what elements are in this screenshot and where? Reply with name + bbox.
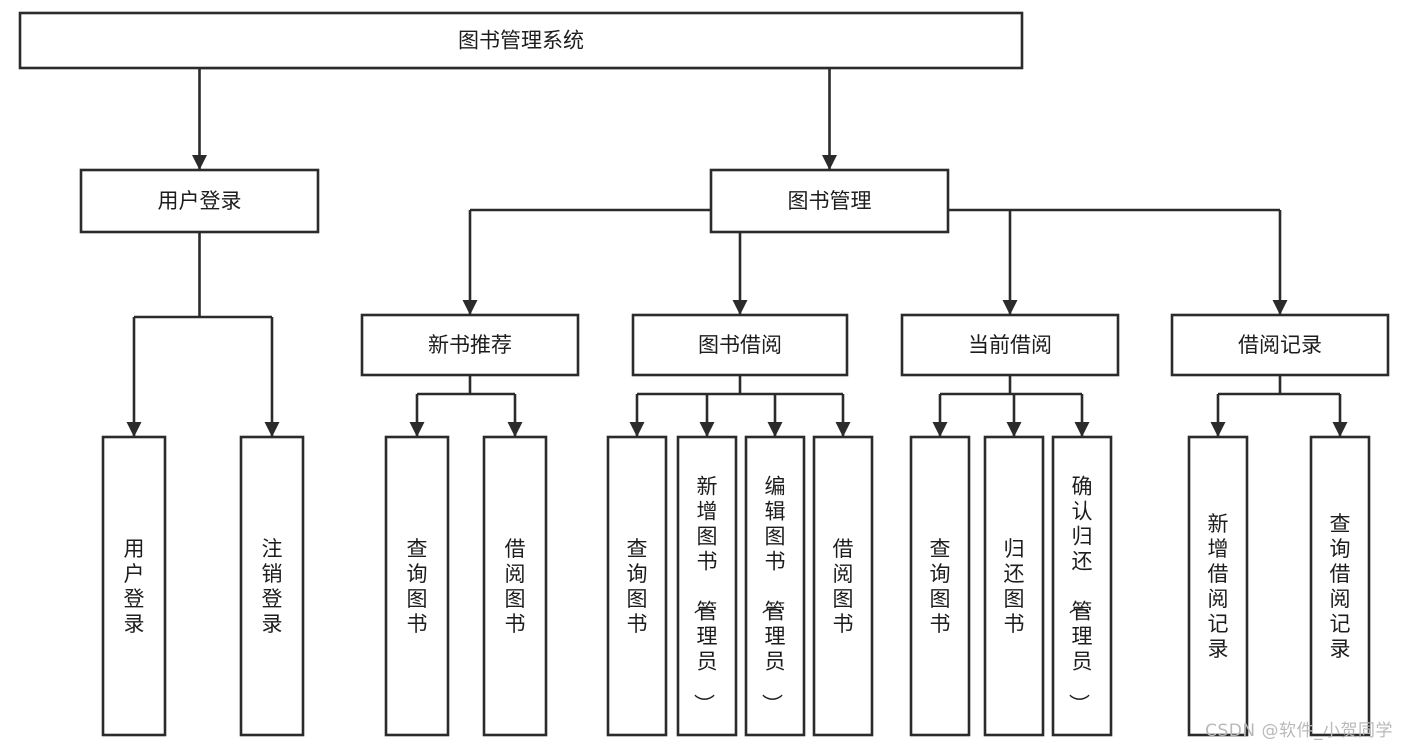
watermark-label: CSDN @软件_小贺同学 xyxy=(1205,721,1393,741)
node-label: 查询图书 xyxy=(930,537,951,636)
arrow-head-icon xyxy=(732,300,748,315)
arrow-head-icon xyxy=(126,422,142,437)
arrow-head-icon xyxy=(822,155,837,170)
node-label: 用户登录 xyxy=(124,537,145,636)
node-label: 新书推荐 xyxy=(428,333,512,357)
node-box[interactable] xyxy=(744,435,806,737)
node-leaf-borrow-book-2[interactable]: 借阅图书 xyxy=(812,435,874,737)
node-box[interactable] xyxy=(709,168,950,234)
node-box[interactable] xyxy=(239,435,305,737)
arrow-head-icon xyxy=(507,422,523,437)
node-current-borrow[interactable]: 当前借阅 xyxy=(900,313,1120,377)
arrow-head-icon xyxy=(462,300,478,315)
node-leaf-return-book[interactable]: 归还图书 xyxy=(983,435,1045,737)
node-box[interactable] xyxy=(900,313,1120,377)
node-new-book-rec[interactable]: 新书推荐 xyxy=(360,313,580,377)
node-label: 当前借阅 xyxy=(968,333,1052,357)
node-leaf-borrow-book-1[interactable]: 借阅图书 xyxy=(482,435,548,737)
arrow-head-icon xyxy=(1210,422,1226,437)
node-label: 借阅图书 xyxy=(505,537,526,636)
node-box[interactable] xyxy=(631,313,849,377)
arrow-head-icon xyxy=(835,422,851,437)
node-box[interactable] xyxy=(482,435,548,737)
node-box[interactable] xyxy=(1309,435,1371,737)
node-leaf-query-record[interactable]: 查询借阅记录 xyxy=(1309,435,1371,737)
node-box[interactable] xyxy=(101,435,167,737)
node-layer: 图书管理系统用户登录图书管理新书推荐图书借阅当前借阅借阅记录用户登录注销登录查询… xyxy=(18,11,1390,737)
node-box[interactable] xyxy=(909,435,971,737)
arrow-head-icon xyxy=(932,422,948,437)
arrow-head-icon xyxy=(192,155,207,170)
node-label: 查询借阅记录 xyxy=(1330,512,1351,661)
node-label: 借阅图书 xyxy=(833,537,854,636)
node-box[interactable] xyxy=(676,435,738,737)
node-leaf-add-book[interactable]: 新增图书（管理员） xyxy=(676,435,738,737)
node-label: 借阅记录 xyxy=(1238,333,1322,357)
node-leaf-query-book-3[interactable]: 查询图书 xyxy=(909,435,971,737)
connector-layer xyxy=(126,66,1348,437)
node-box[interactable] xyxy=(384,435,450,737)
arrow-head-icon xyxy=(409,422,425,437)
node-leaf-confirm-return[interactable]: 确认归还（管理员） xyxy=(1051,435,1113,737)
node-leaf-logout[interactable]: 注销登录 xyxy=(239,435,305,737)
node-label: 图书借阅 xyxy=(698,333,782,357)
node-leaf-query-book-1[interactable]: 查询图书 xyxy=(384,435,450,737)
node-box[interactable] xyxy=(1170,313,1390,377)
node-leaf-user-login[interactable]: 用户登录 xyxy=(101,435,167,737)
arrow-head-icon xyxy=(629,422,645,437)
node-label: 图书管理系统 xyxy=(458,29,584,53)
node-box[interactable] xyxy=(606,435,668,737)
node-label: 图书管理 xyxy=(788,189,872,213)
node-label: 查询图书 xyxy=(627,537,648,636)
node-label: 新增借阅记录 xyxy=(1208,512,1229,661)
node-root[interactable]: 图书管理系统 xyxy=(18,11,1024,70)
node-label: 新增图书（管理员） xyxy=(692,475,718,715)
node-label: 注销登录 xyxy=(262,537,283,636)
arrow-head-icon xyxy=(1006,422,1022,437)
node-leaf-edit-book[interactable]: 编辑图书（管理员） xyxy=(744,435,806,737)
node-box[interactable] xyxy=(812,435,874,737)
node-user-login[interactable]: 用户登录 xyxy=(79,168,320,234)
arrow-head-icon xyxy=(264,422,280,437)
node-book-borrow[interactable]: 图书借阅 xyxy=(631,313,849,377)
node-label: 编辑图书（管理员） xyxy=(760,475,786,715)
node-label: 确认归还（管理员） xyxy=(1067,475,1093,715)
arrow-head-icon xyxy=(699,422,715,437)
arrow-head-icon xyxy=(1074,422,1090,437)
node-box[interactable] xyxy=(79,168,320,234)
node-box[interactable] xyxy=(983,435,1045,737)
arrow-head-icon xyxy=(1332,422,1348,437)
node-box[interactable] xyxy=(1187,435,1249,737)
node-leaf-query-book-2[interactable]: 查询图书 xyxy=(606,435,668,737)
node-label: 用户登录 xyxy=(158,189,242,213)
arrow-head-icon xyxy=(1272,300,1288,315)
arrow-head-icon xyxy=(767,422,783,437)
node-box[interactable] xyxy=(360,313,580,377)
node-leaf-add-record[interactable]: 新增借阅记录 xyxy=(1187,435,1249,737)
node-label: 归还图书 xyxy=(1004,537,1025,636)
node-book-manage[interactable]: 图书管理 xyxy=(709,168,950,234)
node-label: 查询图书 xyxy=(407,537,428,636)
node-box[interactable] xyxy=(1051,435,1113,737)
node-borrow-record[interactable]: 借阅记录 xyxy=(1170,313,1390,377)
arrow-head-icon xyxy=(1002,300,1018,315)
node-box[interactable] xyxy=(18,11,1024,70)
